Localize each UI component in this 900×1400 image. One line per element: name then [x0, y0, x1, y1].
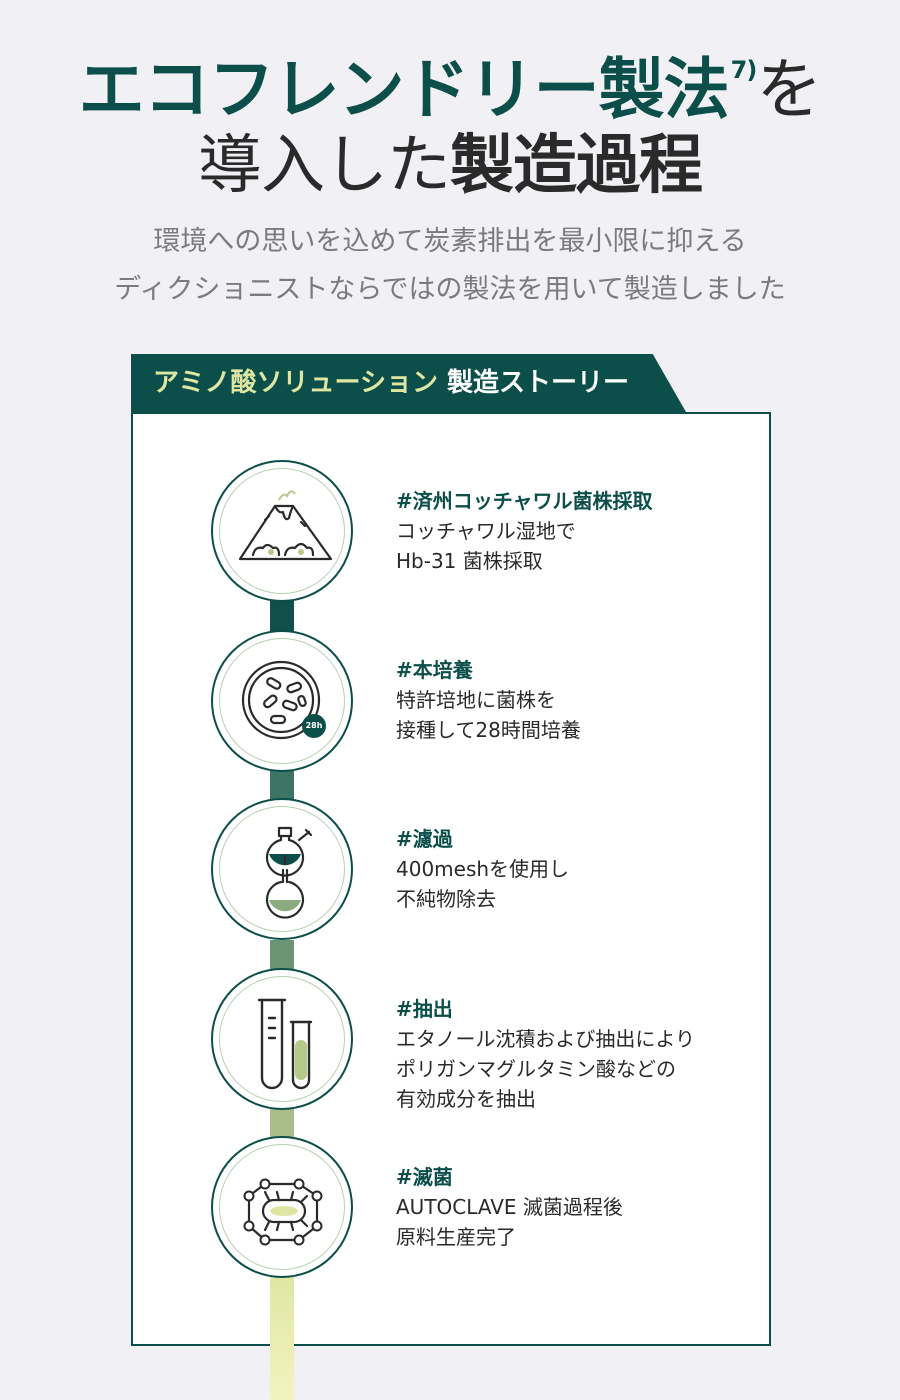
story-banner: アミノ酸ソリューション 製造ストーリー	[131, 354, 686, 412]
step-icon-circle: 28h	[211, 630, 353, 772]
hero-title-accent: エコフレンドリー製法	[78, 51, 730, 128]
petri-dish-icon	[241, 660, 326, 740]
subtitle-line2: ディクショニストならではの製法を用いて製造しました	[114, 274, 786, 305]
step-desc-line: 不純物除去	[396, 887, 496, 911]
step-desc-line: エタノール沈積および抽出により	[396, 1027, 695, 1051]
footnote-marker: 7)	[730, 56, 758, 84]
step-desc-line: 400meshを使用し	[396, 857, 570, 881]
step-title: #濾過	[396, 827, 453, 851]
step-desc-line: AUTOCLAVE 滅菌過程後	[396, 1195, 623, 1219]
hero-title-bold: 製造過程	[450, 129, 703, 203]
banner-highlight: アミノ酸ソリューション	[153, 368, 438, 398]
banner-rest: 製造ストーリー	[437, 368, 630, 398]
step-title: #滅菌	[396, 1165, 453, 1189]
step-desc-line: 接種して28時間培養	[396, 718, 581, 742]
subtitle-line1: 環境への思いを込めて炭素排出を最小限に抑える	[153, 226, 747, 257]
hero-title-line2: 導入した製造過程	[0, 126, 900, 206]
step-desc-line: コッチャワル湿地で	[396, 519, 576, 543]
step-icon-circle	[211, 798, 353, 940]
step-4-text: #抽出 エタノール沈積および抽出により ポリガンマグルタミン酸などの 有効成分を…	[396, 994, 756, 1114]
incubation-badge: 28h	[305, 721, 323, 730]
step-icon-circle	[211, 1136, 353, 1278]
step-3-text: #濾過 400meshを使用し 不純物除去	[396, 824, 756, 914]
hero-title-line1: エコフレンドリー製法7)を	[0, 30, 900, 128]
timeline-tail	[270, 1276, 294, 1400]
step-icon-circle	[211, 968, 353, 1110]
step-title: #本培養	[396, 658, 473, 682]
filter-flask-icon	[265, 826, 313, 919]
step-desc-line: ポリガンマグルタミン酸などの	[396, 1057, 676, 1081]
step-desc-line: 特許培地に菌株を	[396, 688, 556, 712]
volcano-icon	[238, 490, 333, 561]
hero-title-particle: を	[756, 51, 822, 128]
hero-title-normal: 導入した	[198, 129, 451, 203]
banner-text: アミノ酸ソリューション 製造ストーリー	[153, 354, 629, 412]
test-tubes-icon	[257, 998, 313, 1090]
step-5-text: #滅菌 AUTOCLAVE 滅菌過程後 原料生産完了	[396, 1162, 756, 1252]
step-icon-circle	[211, 460, 353, 602]
step-title: #済州コッチャワル菌株採取	[396, 489, 653, 513]
step-desc-line: 有効成分を抽出	[396, 1087, 536, 1111]
step-desc-line: Hb-31 菌株採取	[396, 549, 543, 573]
step-2-text: #本培養 特許培地に菌株を 接種して28時間培養	[396, 655, 756, 745]
step-1-text: #済州コッチャワル菌株採取 コッチャワル湿地で Hb-31 菌株採取	[396, 486, 756, 576]
bacteria-network-icon	[243, 1178, 323, 1246]
step-desc-line: 原料生産完了	[396, 1225, 516, 1249]
step-title: #抽出	[396, 997, 453, 1021]
